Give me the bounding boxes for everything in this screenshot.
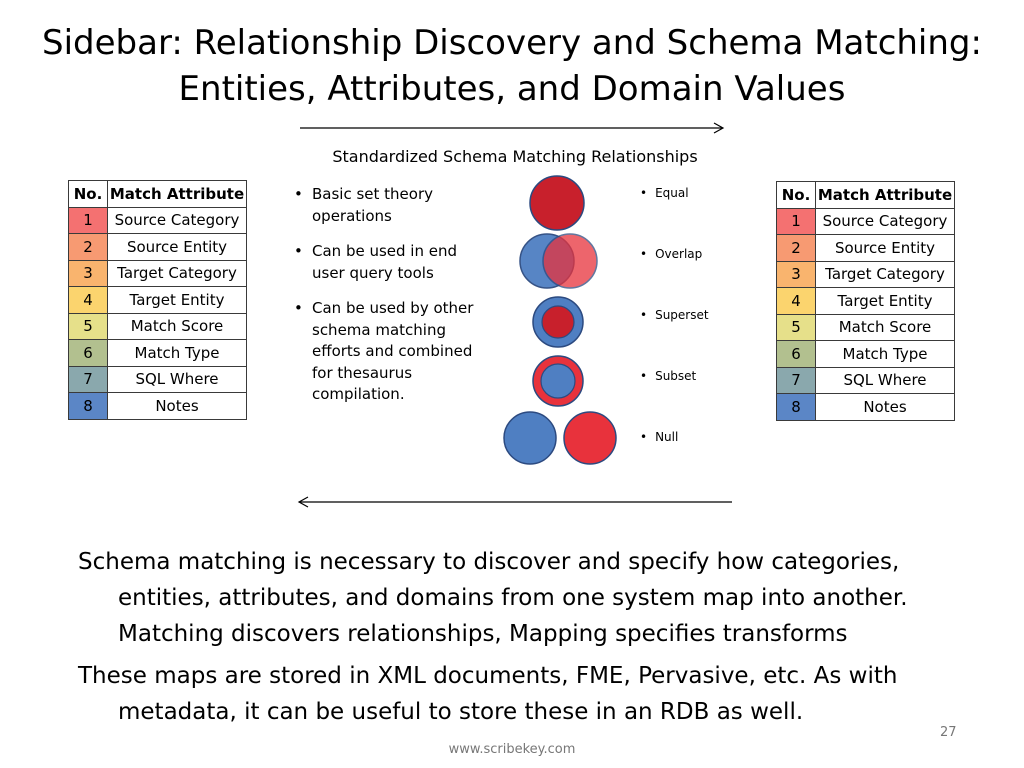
- row-number-cell: 2: [776, 234, 816, 262]
- match-attribute-cell: Target Category: [107, 259, 247, 287]
- bullet-item: Can be used by other schema matching eff…: [290, 298, 490, 406]
- null-circle-blue: [503, 411, 557, 465]
- bullet-item: Basic set theory operations: [290, 184, 490, 227]
- match-attribute-cell: Target Entity: [815, 287, 955, 315]
- header-no: No.: [776, 181, 816, 209]
- superset-inner-circle: [541, 305, 575, 339]
- footer-url: www.scribekey.com: [448, 742, 576, 757]
- match-attribute-cell: Target Entity: [107, 286, 247, 314]
- title-line-2: Entities, Attributes, and Domain Values: [178, 69, 846, 109]
- match-attribute-cell: Match Type: [107, 339, 247, 367]
- table-header-row: No. Match Attribute: [776, 181, 955, 209]
- match-attribute-cell: Source Entity: [815, 234, 955, 262]
- set-relationship-diagram: [503, 175, 617, 465]
- match-attribute-cell: Source Entity: [107, 233, 247, 261]
- bullet-list: Basic set theory operations Can be used …: [290, 184, 490, 414]
- row-number-cell: 2: [68, 233, 108, 261]
- match-attribute-cell: SQL Where: [107, 365, 247, 393]
- match-attribute-cell: Match Type: [815, 340, 955, 368]
- left-arrow-icon: [297, 496, 732, 508]
- header-no: No.: [68, 180, 108, 208]
- row-number-cell: 3: [776, 260, 816, 288]
- row-number-cell: 8: [776, 393, 816, 421]
- match-attribute-cell: Source Category: [107, 206, 247, 234]
- row-number-cell: 5: [776, 313, 816, 341]
- relationship-label-equal: Equal: [640, 186, 689, 200]
- body-paragraph: These maps are stored in XML documents, …: [78, 663, 898, 725]
- match-attribute-cell: Match Score: [107, 312, 247, 340]
- right-arrow-icon: [300, 122, 725, 134]
- bullet-item: Can be used in end user query tools: [290, 241, 490, 284]
- relationship-label-subset: Subset: [640, 369, 696, 383]
- body-text: Schema matching is necessary to discover…: [78, 544, 978, 736]
- overlap-circle-red: [542, 233, 598, 289]
- row-number-cell: 4: [68, 286, 108, 314]
- row-number-cell: 6: [776, 340, 816, 368]
- subset-inner-circle: [540, 363, 576, 399]
- row-number-cell: 5: [68, 312, 108, 340]
- row-number-cell: 7: [68, 365, 108, 393]
- slide-title: Sidebar: Relationship Discovery and Sche…: [40, 20, 984, 112]
- row-number-cell: 7: [776, 366, 816, 394]
- match-attribute-cell: SQL Where: [815, 366, 955, 394]
- match-attribute-cell: Target Category: [815, 260, 955, 288]
- row-number-cell: 4: [776, 287, 816, 315]
- row-number-cell: 3: [68, 259, 108, 287]
- row-number-cell: 1: [776, 207, 816, 235]
- match-attribute-cell: Match Score: [815, 313, 955, 341]
- null-circle-red: [563, 411, 617, 465]
- header-match-attribute: Match Attribute: [815, 181, 955, 209]
- row-number-cell: 8: [68, 392, 108, 420]
- title-line-1: Sidebar: Relationship Discovery and Sche…: [42, 23, 982, 63]
- match-attribute-cell: Source Category: [815, 207, 955, 235]
- header-match-attribute: Match Attribute: [107, 180, 247, 208]
- relationship-label-superset: Superset: [640, 308, 709, 322]
- slide-number: 27: [940, 725, 957, 740]
- table-header-row: No. Match Attribute: [68, 180, 247, 208]
- match-attribute-cell: Notes: [107, 392, 247, 420]
- relationship-label-null: Null: [640, 430, 678, 444]
- row-number-cell: 1: [68, 206, 108, 234]
- relationship-label-overlap: Overlap: [640, 247, 702, 261]
- diagram-subtitle: Standardized Schema Matching Relationshi…: [332, 147, 698, 166]
- row-number-cell: 6: [68, 339, 108, 367]
- match-attribute-cell: Notes: [815, 393, 955, 421]
- equal-circle: [529, 175, 585, 231]
- body-paragraph: Schema matching is necessary to discover…: [78, 549, 908, 647]
